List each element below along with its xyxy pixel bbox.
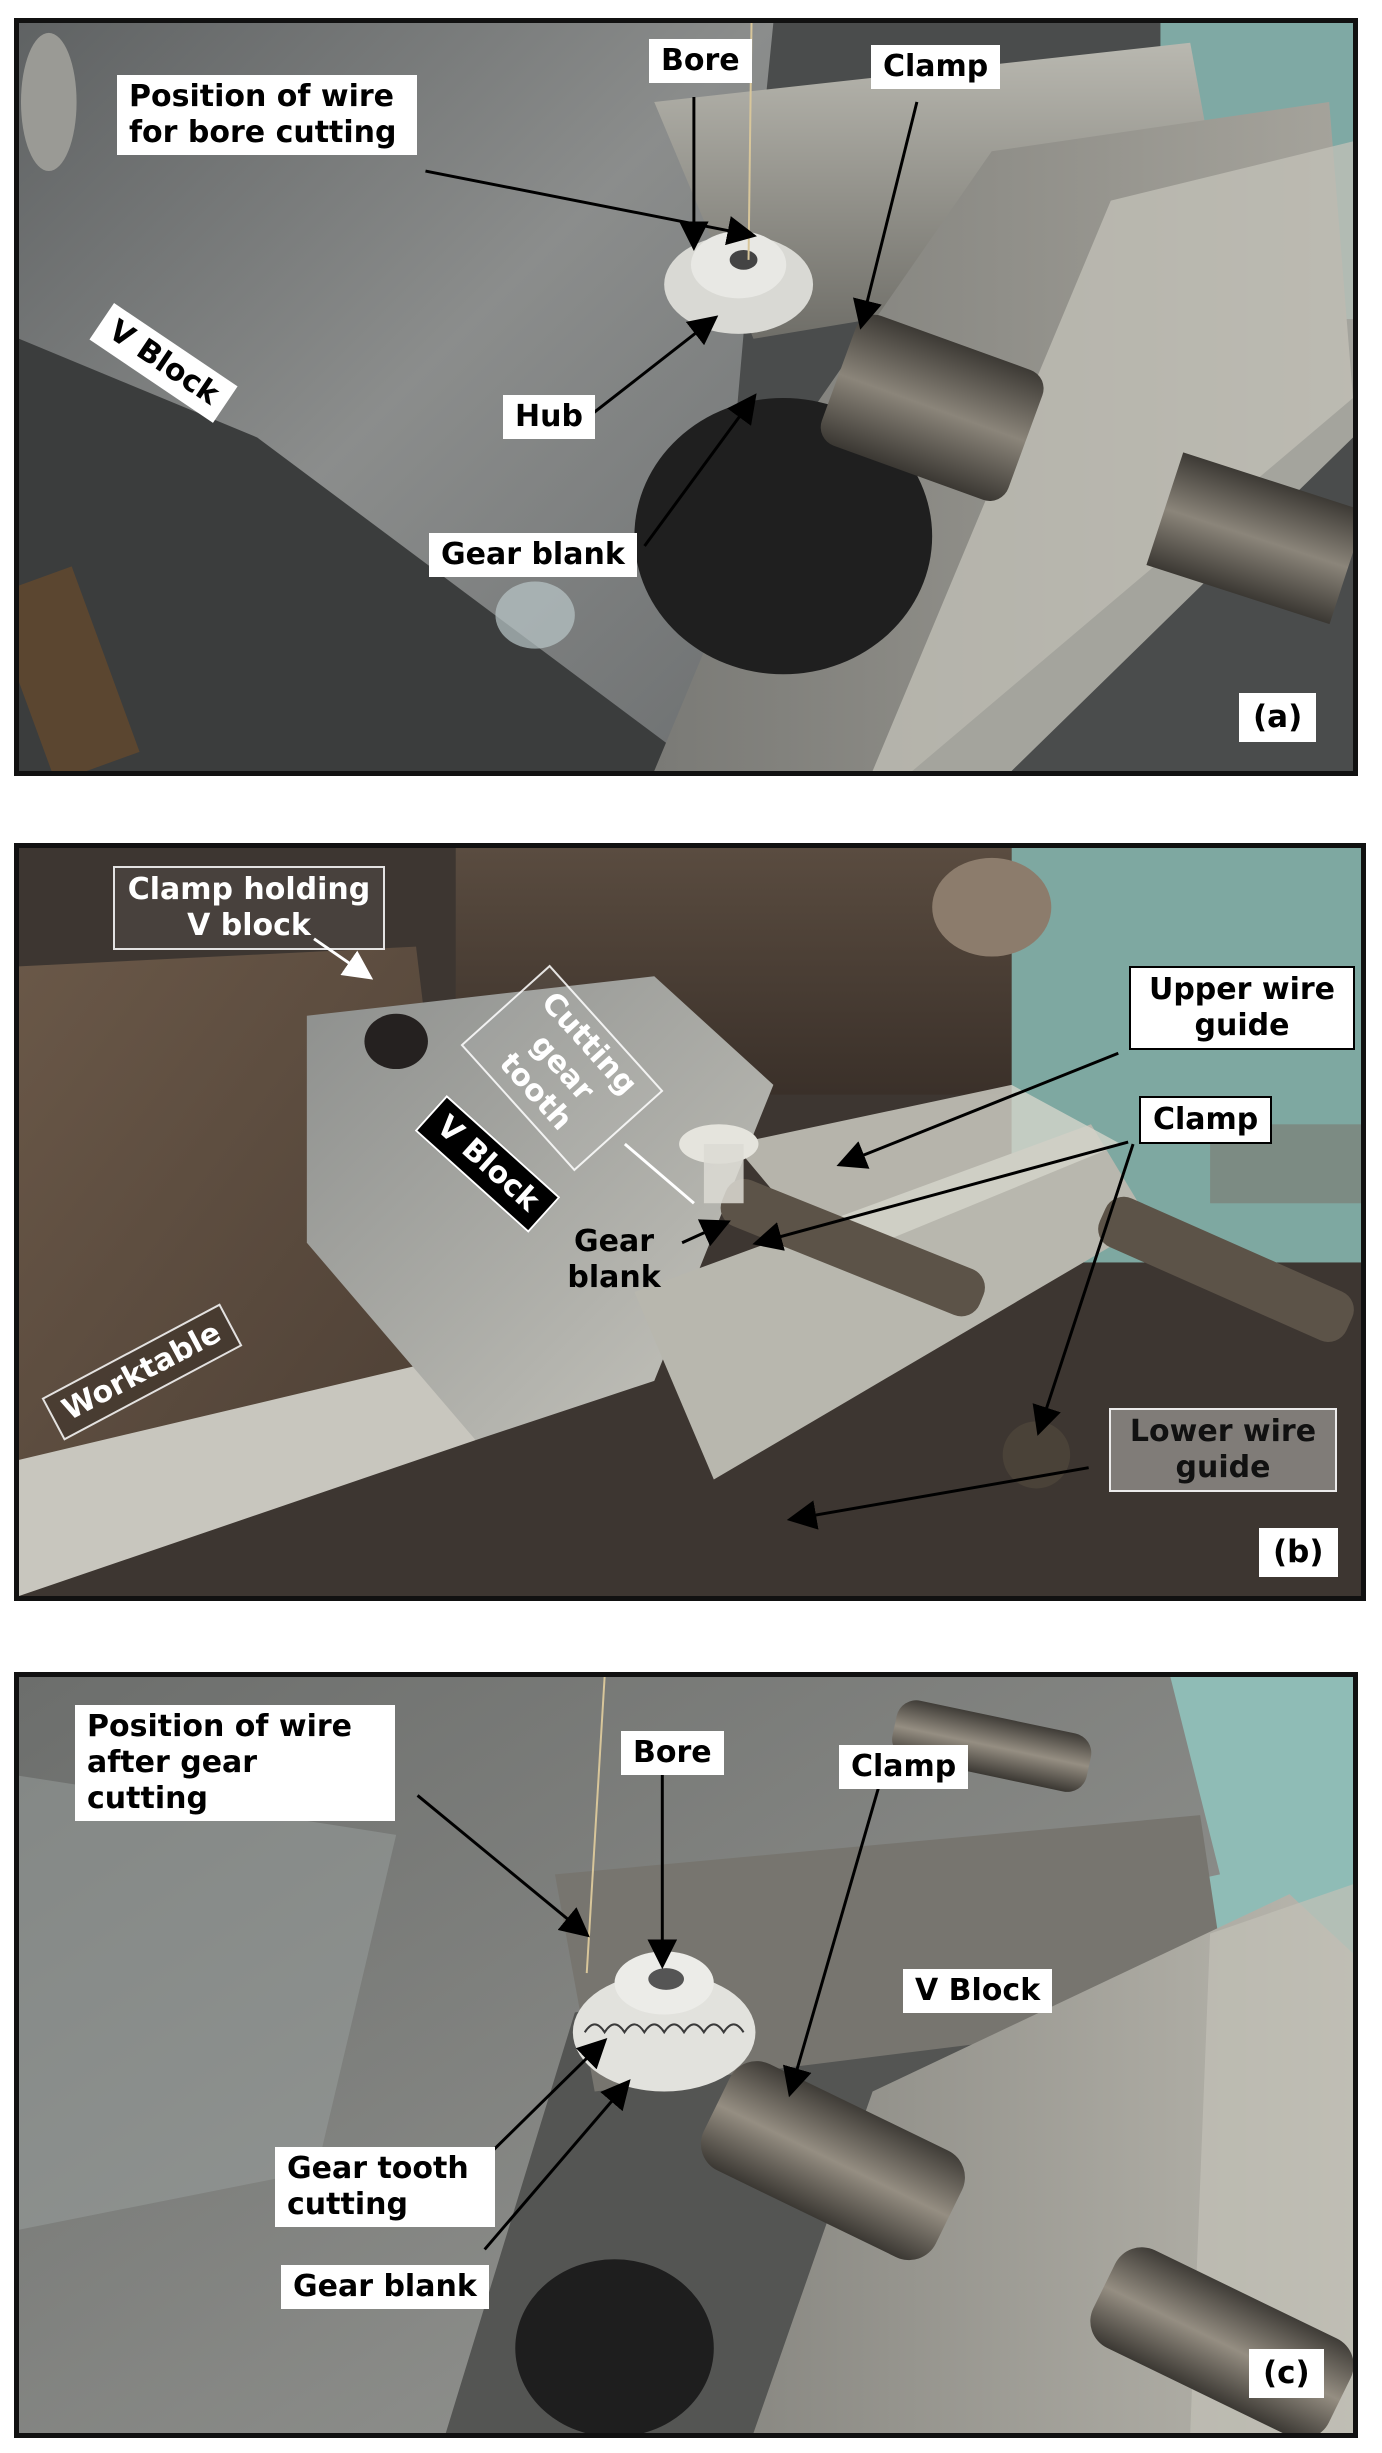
- label-gear-blank: Gear blank: [281, 2265, 489, 2309]
- label-gear-tooth-cutting: Gear tooth cutting: [275, 2147, 495, 2227]
- label-clamp: Clamp: [1139, 1096, 1273, 1144]
- panel-c: Position of wire after gear cutting Bore…: [14, 1672, 1358, 2438]
- panel-tag-b: (b): [1259, 1528, 1338, 1578]
- panel-b: Clamp holding V block Cutting gear tooth…: [14, 843, 1366, 1601]
- label-wire-position: Position of wire after gear cutting: [75, 1705, 395, 1821]
- panel-tag-c: (c): [1249, 2349, 1324, 2399]
- panel-tag-a: (a): [1239, 693, 1317, 743]
- photo-c: [19, 1677, 1353, 2433]
- label-gear-blank: Gear blank: [429, 533, 637, 577]
- label-hub: Hub: [503, 395, 595, 439]
- panel-a: Position of wire for bore cutting Bore C…: [14, 18, 1358, 776]
- label-wire-position: Position of wire for bore cutting: [117, 75, 417, 155]
- label-gear-blank: Gear blank: [567, 1224, 661, 1295]
- label-upper-wire-guide: Upper wire guide: [1129, 966, 1355, 1050]
- label-bore: Bore: [621, 1731, 724, 1775]
- label-lower-wire-guide: Lower wire guide: [1109, 1408, 1337, 1492]
- label-v-block: V Block: [903, 1969, 1053, 2013]
- photo-a: [19, 23, 1353, 771]
- label-clamp: Clamp: [871, 45, 1001, 89]
- label-bore: Bore: [649, 39, 752, 83]
- label-clamp-holding-v-block: Clamp holding V block: [113, 866, 385, 950]
- label-clamp: Clamp: [839, 1745, 969, 1789]
